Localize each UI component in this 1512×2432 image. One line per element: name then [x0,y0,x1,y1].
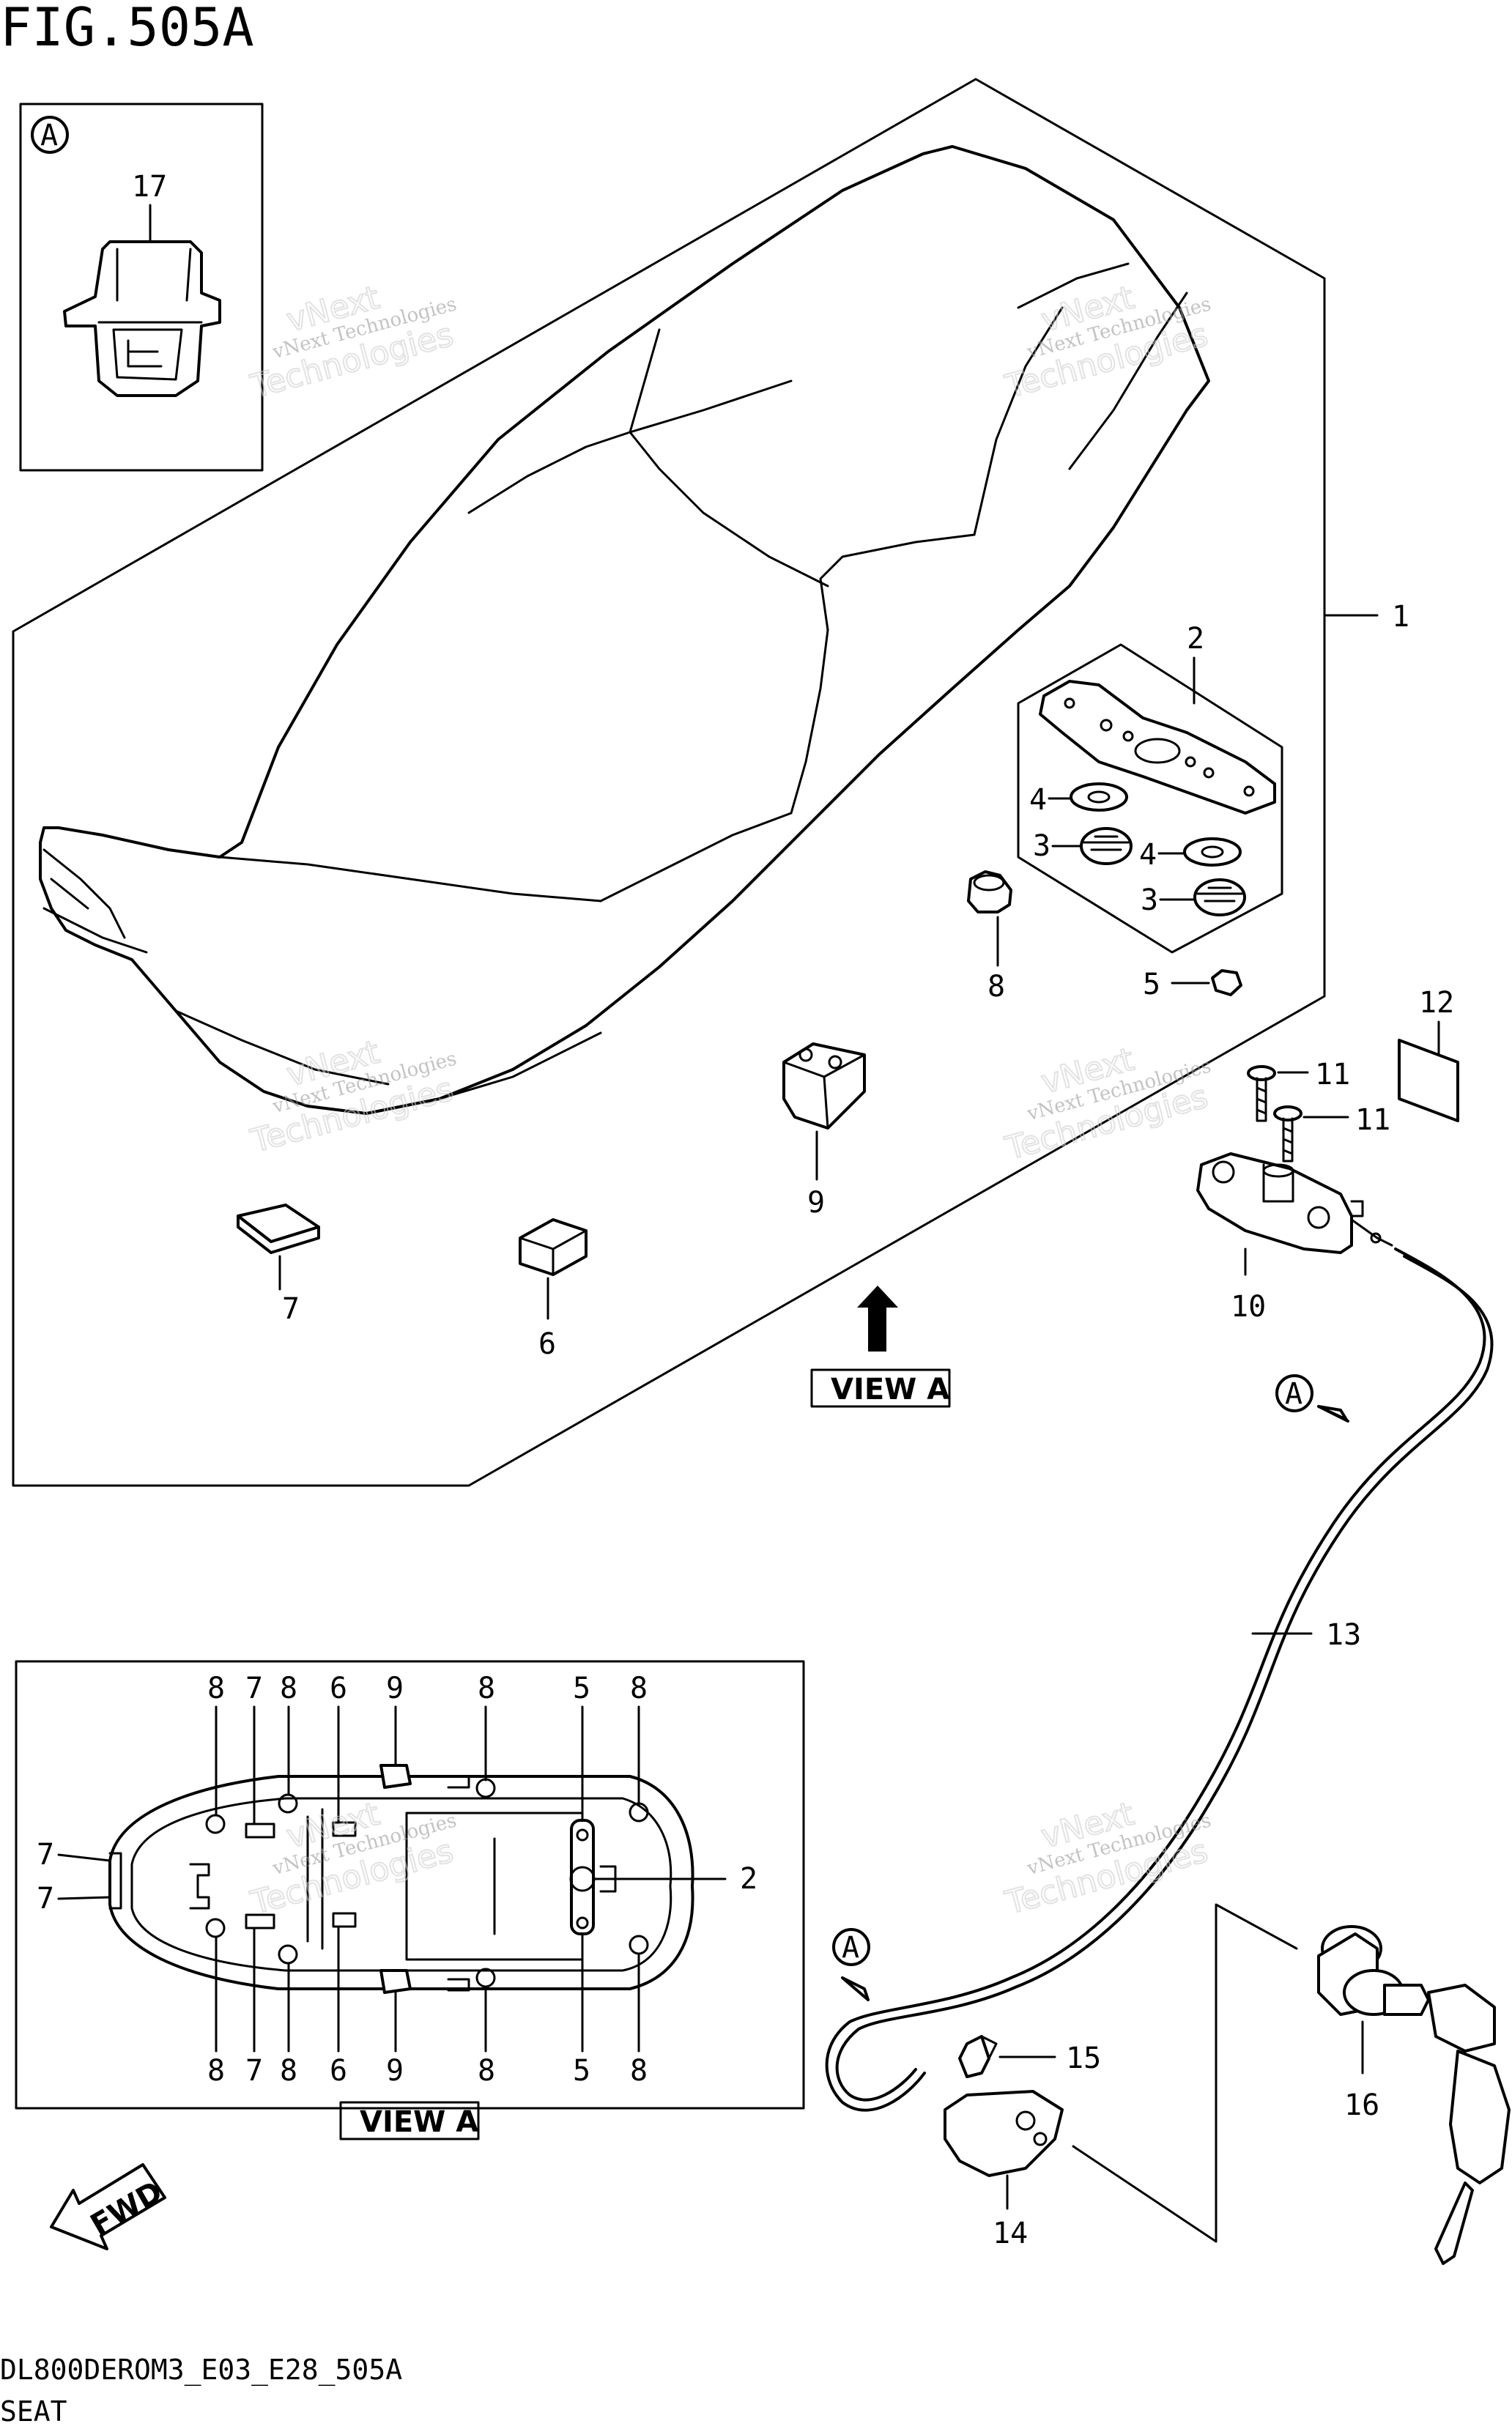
view-a-label-top: VIEW A [831,1373,949,1406]
callout-16: 16 [1344,2088,1379,2122]
washer-4-left-icon [1070,782,1128,812]
callout-13: 13 [1326,1618,1361,1652]
inset-a: A 17 [19,103,264,472]
view-a-label-bottom: VIEW A [360,2105,478,2139]
view-a-arrow-icon [857,1286,898,1352]
callout-11-top: 11 [1315,1058,1350,1091]
seat-icon [39,145,1210,1115]
svg-text:8: 8 [207,2054,225,2088]
callout-9: 9 [807,1186,825,1220]
clip-17-icon [63,240,221,397]
svg-text:8: 8 [630,1672,648,1705]
figure-title: FIG.505A [0,0,254,58]
seat-group-outline [12,78,1326,1487]
svg-text:6: 6 [330,2054,347,2088]
cover-14-icon [944,2090,1064,2177]
callout-4-left: 4 [1029,783,1047,817]
callout-3-left: 3 [1033,829,1050,863]
svg-text:8: 8 [280,2054,297,2088]
callout-8: 8 [987,970,1005,1004]
part-2-group: 2 4 3 4 3 [1017,622,1283,954]
svg-text:7: 7 [245,2054,263,2088]
screw-11-bottom-icon [1273,1105,1302,1163]
callout-7: 7 [282,1292,300,1326]
washer-4-right-icon [1183,837,1242,867]
grommet-3-left-icon [1080,827,1133,865]
callout-10: 10 [1231,1290,1266,1324]
cushion-6-icon [519,1218,588,1276]
view-a-callout-right: 2 [740,1862,757,1896]
callout-6: 6 [538,1327,556,1361]
svg-text:8: 8 [478,1672,495,1705]
svg-text:6: 6 [330,1672,347,1705]
svg-text:8: 8 [478,2054,495,2088]
svg-text:5: 5 [573,2054,590,2088]
clip-15-icon [958,2035,998,2078]
ref-a-lower: A [842,1931,859,1965]
figure-name: SEAT [0,2395,67,2428]
label-12-icon [1398,1039,1459,1122]
svg-text:5: 5 [573,1672,590,1705]
view-a-box [15,1660,805,2110]
view-a-callout-left-2: 7 [37,1882,54,1916]
grommet-8-icon [967,870,1012,913]
screw-11-top-icon [1247,1065,1276,1122]
view-a-callouts-top: 8 7 8 6 9 8 5 8 [207,1672,648,1825]
seat-underside-icon [108,1764,694,1994]
callout-3-right: 3 [1141,883,1158,917]
pad-7-icon [237,1204,320,1254]
callout-15: 15 [1066,2042,1101,2075]
svg-text:7: 7 [245,1672,263,1705]
svg-text:8: 8 [280,1672,297,1705]
key-lock-16-icon [1317,1925,1511,2265]
svg-text:9: 9 [386,1672,404,1705]
grommet-3-right-icon [1193,878,1246,916]
callout-11-bottom: 11 [1355,1103,1390,1137]
svg-text:8: 8 [207,1672,225,1705]
seat-lock-10-icon [1196,1152,1393,1254]
view-a-callouts-bottom: 8 7 8 6 9 8 5 8 [207,1925,648,2088]
callout-12: 12 [1419,986,1454,1020]
fwd-arrow-icon: FWD [50,2163,168,2250]
callout-17: 17 [132,170,167,204]
callout-1: 1 [1392,600,1409,634]
callout-2: 2 [1187,622,1204,656]
cable-13-icon [825,1247,1486,2112]
callout-14: 14 [993,2217,1028,2250]
ref-a-upper: A [1285,1377,1302,1411]
view-a-callout-left-1: 7 [37,1838,54,1872]
svg-text:8: 8 [630,2054,648,2088]
figure-code: DL800DEROM3_E03_E28_505A [0,2354,402,2387]
callout-4-right: 4 [1139,838,1157,872]
cushion-9-icon [782,1042,866,1130]
svg-text:9: 9 [386,2054,404,2088]
inset-a-label: A [40,119,58,152]
callout-5: 5 [1143,968,1160,1001]
nut-5-icon [1211,969,1242,996]
